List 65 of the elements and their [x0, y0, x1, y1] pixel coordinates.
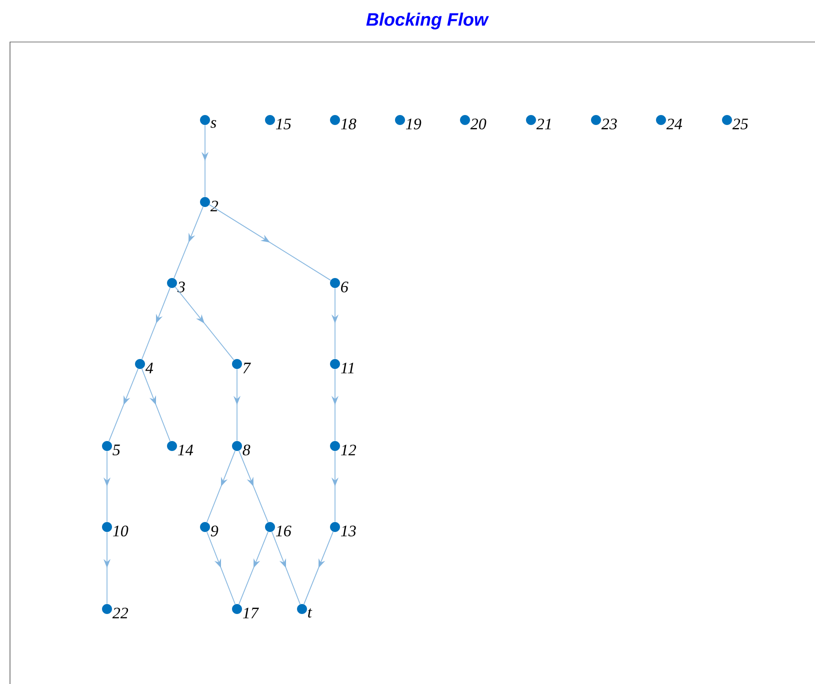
labeled-vertex: 6 — [330, 278, 348, 292]
node-label: s — [210, 120, 216, 128]
node-label: 3 — [177, 282, 185, 292]
arrow — [272, 531, 301, 605]
arrow — [206, 450, 236, 523]
arrow — [142, 287, 170, 360]
labeled-vertex: 7 — [232, 359, 251, 374]
node-label: 20 — [470, 118, 486, 130]
labeled-vertex: 13 — [330, 522, 356, 536]
arrow — [142, 368, 171, 442]
labeled-vertex: 8 — [232, 441, 250, 456]
labeled-vertex: 22 — [102, 604, 128, 618]
labeled-vertex: 21 — [526, 115, 551, 130]
labeled-vertex: 11 — [330, 359, 354, 374]
arrow — [206, 531, 236, 605]
node-label: 5 — [112, 444, 120, 456]
arrow — [238, 531, 268, 605]
node-label: 13 — [340, 526, 356, 536]
node-label: 25 — [732, 118, 748, 130]
node-label: 10 — [112, 526, 128, 536]
labeled-vertex: 10 — [102, 522, 128, 536]
node-label: 4 — [145, 362, 154, 374]
labeled-vertex: s — [200, 115, 216, 128]
labeled-vertex: 3 — [167, 278, 185, 292]
node-label: 22 — [112, 608, 128, 618]
labeled-vertex: 18 — [330, 115, 356, 130]
node-label: 19 — [406, 118, 422, 130]
labeled-vertex: 15 — [265, 115, 291, 130]
node-label: 9 — [210, 526, 218, 536]
arrow — [174, 286, 234, 360]
node-label: 14 — [178, 444, 194, 456]
node-label: 17 — [242, 608, 259, 618]
labeled-vertex: 16 — [265, 522, 292, 536]
labeled-vertex: 17 — [232, 604, 259, 618]
labeled-vertex: t — [297, 604, 312, 618]
labeled-vertex: 25 — [722, 115, 748, 130]
arrow — [209, 204, 331, 281]
arrow — [174, 206, 204, 279]
labeled-vertex: 19 — [395, 115, 422, 130]
node-label: t — [308, 608, 312, 618]
node-label: 6 — [341, 282, 348, 292]
node-label: 23 — [601, 118, 617, 130]
arrow — [304, 531, 334, 605]
node-label: 24 — [666, 118, 682, 130]
labeled-vertex: 4 — [135, 359, 154, 374]
node-label: 21 — [536, 118, 551, 130]
node-label: 18 — [340, 118, 356, 130]
arrow — [108, 368, 138, 442]
node-label: 15 — [276, 118, 291, 130]
labeled-vertex: 2 — [200, 197, 218, 212]
labeled-vertex: 23 — [591, 115, 617, 130]
node-label: 11 — [340, 362, 354, 374]
node-label: 7 — [243, 362, 251, 374]
labeled-vertex: 14 — [167, 441, 194, 456]
node-label: 2 — [210, 200, 218, 212]
arrow — [238, 450, 268, 523]
labeled-vertex: 20 — [460, 115, 486, 130]
labeled-vertex: 24 — [656, 115, 682, 130]
node-label: 8 — [242, 444, 250, 456]
labeled-vertex: 9 — [200, 522, 218, 536]
labeled-vertex: 12 — [330, 441, 356, 456]
node-label: 12 — [340, 444, 356, 456]
labeled-vertex: 5 — [102, 441, 120, 456]
title: Blocking Flow — [366, 12, 489, 30]
node-label: 16 — [276, 526, 292, 536]
